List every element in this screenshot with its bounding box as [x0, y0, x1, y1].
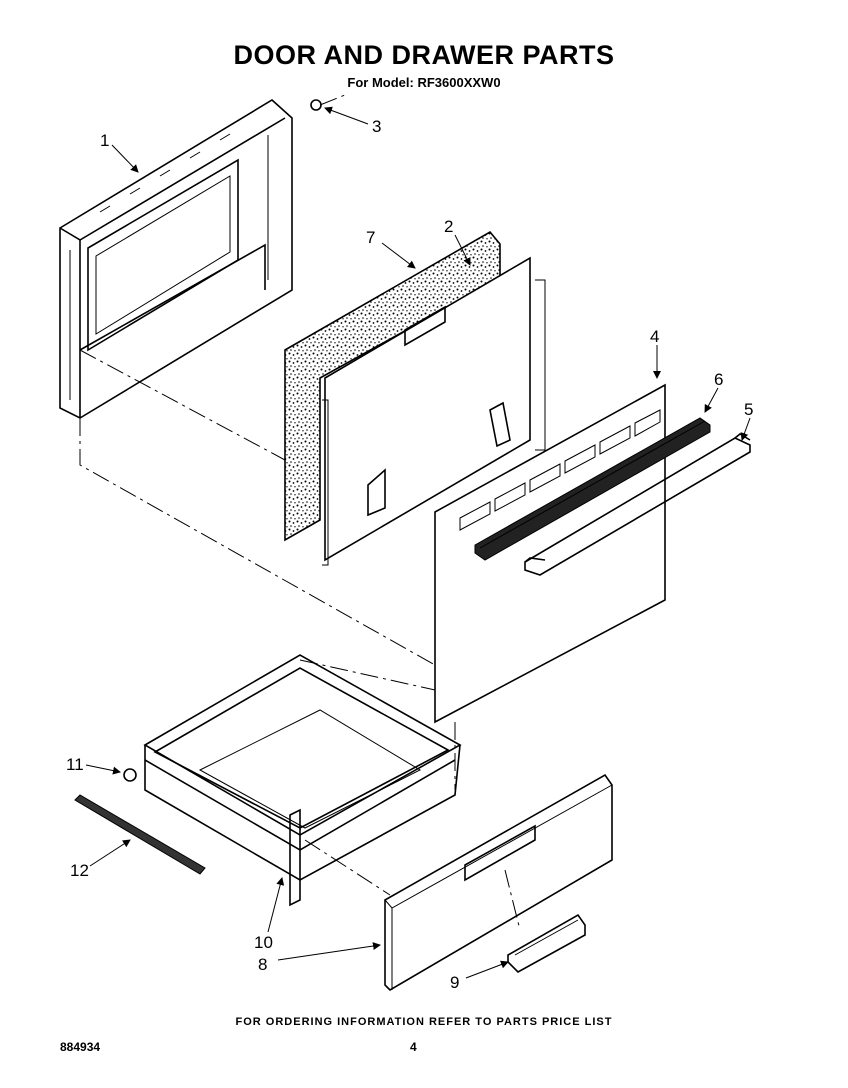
callout-4: 4 — [650, 327, 659, 346]
callout-10: 10 — [254, 933, 273, 952]
callout-labels: 1 2 3 4 5 6 7 8 9 10 11 12 — [66, 117, 753, 992]
callout-6: 6 — [714, 370, 723, 389]
assembly-lines — [79, 94, 521, 931]
callout-9: 9 — [450, 973, 459, 992]
callout-3: 3 — [372, 117, 381, 136]
oven-door-frame — [59, 99, 293, 419]
callout-12: 12 — [70, 861, 89, 880]
door-handle-strip — [474, 417, 711, 561]
outer-door-panel — [434, 383, 666, 724]
screw-part — [310, 99, 322, 111]
page-title: DOOR AND DRAWER PARTS — [233, 40, 615, 70]
ordering-note: FOR ORDERING INFORMATION REFER TO PARTS … — [235, 1016, 613, 1028]
page-number: 4 — [410, 1040, 417, 1054]
callout-1: 1 — [100, 131, 109, 150]
callout-8: 8 — [258, 955, 267, 974]
document-number: 884934 — [60, 1040, 101, 1054]
model-subtitle: For Model: RF3600XXW0 — [347, 75, 501, 90]
drawer-rail — [74, 794, 206, 875]
drawer-handle — [507, 913, 586, 973]
inner-door-panel — [322, 256, 546, 566]
callout-5: 5 — [744, 400, 753, 419]
callout-11: 11 — [66, 755, 84, 774]
drawer-body — [143, 654, 462, 907]
callout-leaders — [85, 106, 751, 979]
drawer-clip — [123, 768, 137, 782]
callout-7: 7 — [366, 228, 375, 247]
drawer-front-panel — [384, 773, 613, 992]
callout-2: 2 — [444, 217, 453, 236]
